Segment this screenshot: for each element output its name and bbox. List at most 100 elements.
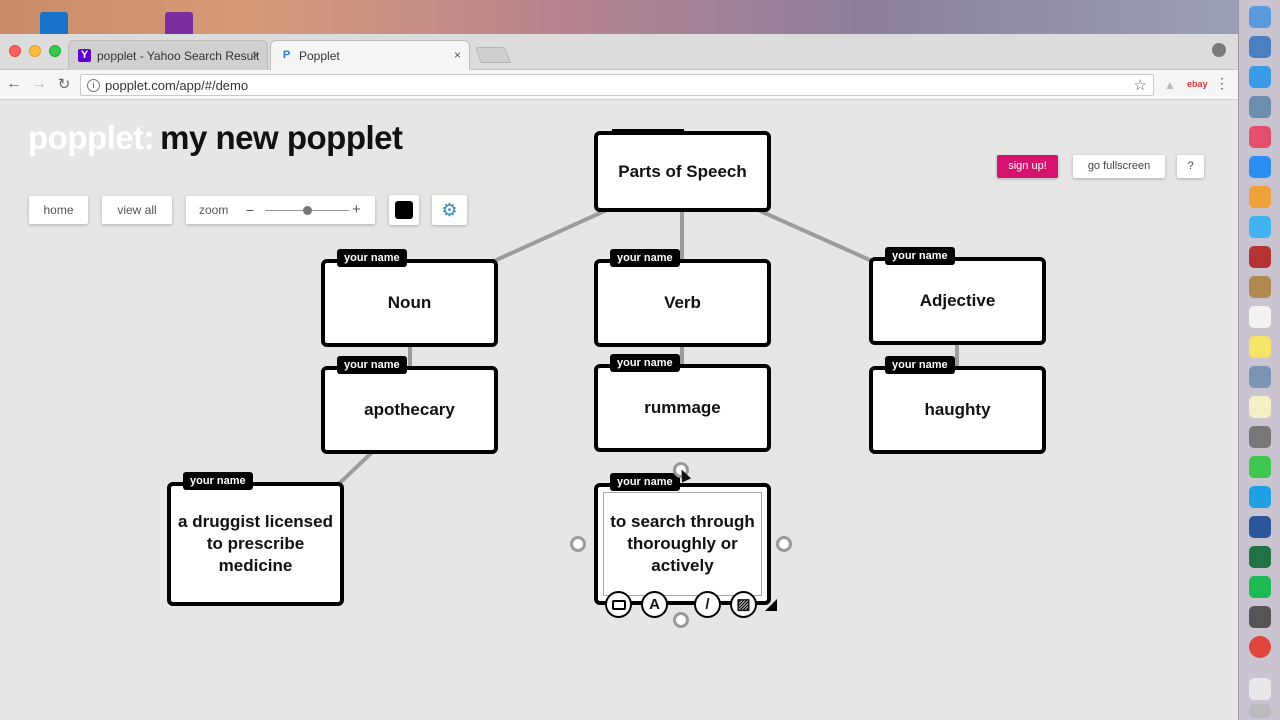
popple-rummage[interactable]: your name rummage [594,354,771,452]
zoom-out-button[interactable]: − [246,202,255,218]
author-tag: your name [610,354,680,372]
popple-text[interactable]: Parts of Speech [618,161,747,181]
board-title[interactable]: my new popplet [160,119,403,156]
zoom-in-button[interactable]: + [352,201,361,218]
color-picker-button[interactable] [389,195,419,225]
spotify-icon[interactable] [1249,576,1271,598]
connect-handle-top[interactable] [673,462,689,478]
back-arrow-icon[interactable]: ← [6,75,22,92]
macos-dock [1238,0,1280,720]
popple-apothecary[interactable]: your name apothecary [321,356,498,454]
connect-handle-right[interactable] [776,536,792,552]
shape-tool-button[interactable] [605,591,632,618]
ebay-extension-icon[interactable]: ebay [1187,79,1208,89]
excel-icon[interactable] [1249,546,1271,568]
popple-druggist[interactable]: your name a druggist licensed to prescri… [167,472,344,606]
popplet-canvas[interactable]: popplet:my new popplet home view all zoo… [0,101,1238,720]
messages-icon[interactable] [1249,216,1271,238]
textedit-icon[interactable] [1249,396,1271,418]
image-capture-icon[interactable] [1249,366,1271,388]
notes-icon[interactable] [1249,336,1271,358]
window-maximize-button[interactable] [49,45,61,57]
tab-close-icon[interactable]: × [453,48,461,62]
board-header: popplet:my new popplet [28,119,403,157]
downloads-icon[interactable] [1249,678,1271,700]
tab-close-icon[interactable]: × [251,48,259,62]
word-icon[interactable] [1249,516,1271,538]
facetime-icon[interactable] [1249,456,1271,478]
system-preferences-icon[interactable] [1249,426,1271,448]
author-tag: your name [885,356,955,374]
popple-adjective[interactable]: your name Adjective [869,247,1046,345]
siri-icon[interactable] [1249,36,1271,58]
popple-text-editor[interactable]: to search through thoroughly or actively [610,512,755,575]
skype-icon[interactable] [1249,486,1271,508]
popple-root[interactable]: Parts of Speech [594,129,771,212]
image-tool-button[interactable]: ▨ [730,591,757,618]
go-fullscreen-button[interactable]: go fullscreen [1073,155,1165,178]
preview-icon[interactable] [1249,96,1271,118]
profile-icon[interactable] [1212,43,1226,57]
window-minimize-button[interactable] [29,45,41,57]
browser-toolbar: ← → ↻ i popplet.com/app/#/demo ☆ ▲ ebay … [0,70,1238,100]
reload-icon[interactable]: ↻ [57,76,71,93]
popple-verb[interactable]: your name Verb [594,249,771,347]
tab-popplet[interactable]: P Popplet × [270,40,470,71]
photos-icon[interactable] [1249,186,1271,208]
finder-icon[interactable] [1249,6,1271,28]
tab-bar: Y popplet - Yahoo Search Result × P Popp… [0,34,1238,71]
popple-text[interactable]: rummage [644,398,721,417]
popple-text[interactable]: apothecary [364,400,455,419]
resize-handle[interactable] [765,599,777,611]
popple-search-selected[interactable]: your name to search through thoroughly o… [594,473,771,605]
quicktime-icon[interactable] [1249,606,1271,628]
browser-window: Y popplet - Yahoo Search Result × P Popp… [0,34,1238,720]
zoom-label: zoom [199,203,229,217]
draw-tool-button[interactable]: / [694,591,721,618]
popple-text[interactable]: Verb [664,293,701,312]
extension-icon[interactable]: ▲ [1164,78,1176,92]
popple-text[interactable]: haughty [924,400,991,419]
popple-noun[interactable]: your name Noun [321,249,498,347]
address-bar[interactable]: i popplet.com/app/#/demo ☆ [80,74,1154,96]
window-close-button[interactable] [9,45,21,57]
settings-gear-icon[interactable]: ⚙ [432,195,467,225]
text-tool-button[interactable]: A [641,591,668,618]
zoom-control: zoom − + [186,196,375,224]
trash-icon[interactable] [1249,704,1271,718]
itunes-icon[interactable] [1249,126,1271,148]
popplet-logo: popplet: [28,119,155,156]
yahoo-favicon-icon: Y [78,49,91,62]
tab-yahoo-search[interactable]: Y popplet - Yahoo Search Result × [68,40,268,70]
safari-icon[interactable] [1249,66,1271,88]
popplet-favicon-icon: P [282,49,291,61]
info-icon[interactable]: i [87,79,100,92]
popple-text[interactable]: a druggist licensed to prescribe medicin… [178,512,333,575]
bookmark-star-icon[interactable]: ☆ [1133,77,1147,94]
calendar-icon[interactable] [1249,306,1271,328]
outlook-desktop-icon[interactable] [40,12,68,34]
popple-haughty[interactable]: your name haughty [869,356,1046,454]
chrome-icon[interactable] [1249,636,1271,658]
view-all-button[interactable]: view all [102,196,172,224]
popple-text[interactable]: Noun [387,293,432,312]
browser-menu-icon[interactable]: ⋮ [1215,75,1229,91]
desktop-wallpaper [0,0,1238,34]
tab-title: Popplet [299,49,340,63]
zoom-slider-handle[interactable] [303,206,312,215]
dictionary-icon[interactable] [1249,246,1271,268]
popple-text[interactable]: Adjective [919,291,996,310]
author-tag: your name [610,249,680,267]
author-tag: your name [337,249,407,267]
forward-arrow-icon[interactable]: → [31,75,47,92]
sign-up-button[interactable]: sign up! [997,155,1058,178]
connect-handle-bottom[interactable] [673,612,689,628]
help-button[interactable]: ? [1177,155,1204,178]
app-store-icon[interactable] [1249,156,1271,178]
new-tab-button[interactable] [475,47,511,63]
connect-handle-left[interactable] [570,536,586,552]
url-text[interactable]: popplet.com/app/#/demo [105,78,249,93]
contacts-icon[interactable] [1249,276,1271,298]
home-button[interactable]: home [29,196,88,224]
onenote-desktop-icon[interactable] [165,12,193,34]
